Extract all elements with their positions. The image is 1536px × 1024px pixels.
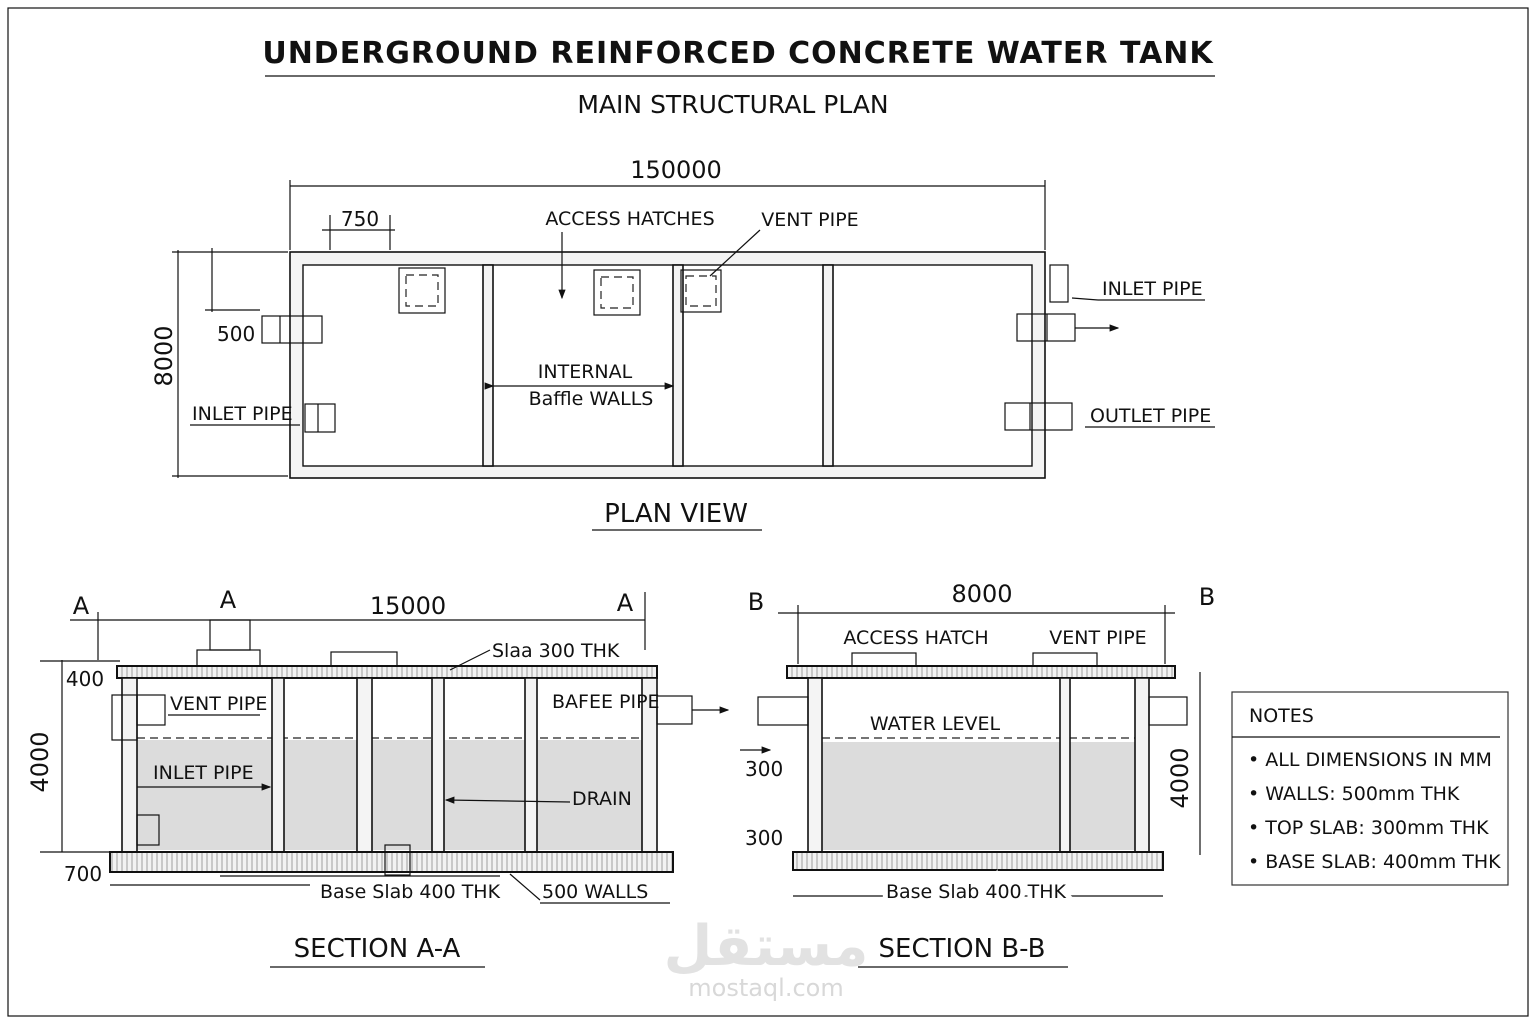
- access-hatch-icon: [330, 651, 398, 667]
- access-hatch-icon: [593, 269, 641, 316]
- note-item: • TOP SLAB: 300mm THK: [1248, 817, 1489, 839]
- dimension-700: 700: [64, 862, 102, 886]
- vent-pipe-icon: [209, 619, 251, 651]
- plan-view: 150000 750 8000 500 ACCESS HATCHES VENT …: [150, 156, 1215, 531]
- cut-marker-b: B: [748, 588, 764, 616]
- drain-label: DRAIN: [572, 788, 632, 810]
- access-hatch-icon: [851, 652, 917, 667]
- dimension-400: 400: [66, 667, 104, 691]
- sheet-border: [7, 7, 1529, 1017]
- baffle-label-line2: Baffle WALLS: [529, 388, 654, 410]
- section-b-b: B B 8000 ACCESS HATCH VENT PIPE WATER LE…: [740, 580, 1215, 968]
- inlet-pipe-label: INLET PIPE: [192, 403, 293, 425]
- inlet-pipe-label: INLET PIPE: [1102, 278, 1203, 300]
- cut-marker-a: A: [220, 586, 237, 614]
- section-a-length-dimension: 15000: [370, 592, 446, 620]
- pipe-icon: [1004, 402, 1073, 431]
- access-hatches-label: ACCESS HATCHES: [545, 208, 714, 230]
- base-slab: [109, 851, 674, 873]
- cut-marker-a: A: [617, 589, 634, 617]
- access-hatch-label: ACCESS HATCH: [843, 627, 988, 649]
- pipe-icon: [656, 695, 693, 725]
- section-b-b-label: SECTION B-B: [879, 934, 1046, 964]
- plan-width-dimension: 8000: [150, 325, 178, 386]
- dimension-300-top: 300: [745, 757, 783, 781]
- notes-heading: NOTES: [1249, 705, 1314, 727]
- base-slab: [792, 851, 1164, 871]
- pipe-icon: [261, 315, 323, 344]
- cut-marker-b: B: [1199, 583, 1215, 611]
- notes-box: NOTES • ALL DIMENSIONS IN MM • WALLS: 50…: [1231, 691, 1509, 886]
- section-a-a: A A A 15000 400 4000 700 Slaa 300 THK VE…: [26, 586, 730, 968]
- plan-view-label: PLAN VIEW: [604, 499, 748, 529]
- note-item: • BASE SLAB: 400mm THK: [1248, 851, 1501, 873]
- watermark-logo: مستقل: [664, 914, 869, 979]
- baffle-wall: [672, 264, 684, 467]
- water-fill: [122, 740, 652, 850]
- vent-pipe-label: VENT PIPE: [1049, 627, 1146, 649]
- water-level-label: WATER LEVEL: [870, 713, 1001, 735]
- plan-interior: [302, 264, 1033, 467]
- plan-length-dimension: 150000: [630, 156, 722, 184]
- vent-pipe-icon: [1032, 652, 1098, 667]
- drawing-title: UNDERGROUND REINFORCED CONCRETE WATER TA…: [262, 36, 1214, 71]
- vent-pipe-label: VENT PIPE: [170, 693, 267, 715]
- cut-marker-a: A: [73, 592, 90, 620]
- section-a-a-label: SECTION A-A: [294, 934, 461, 964]
- baffle-wall: [822, 264, 834, 467]
- vent-pipe-icon: [680, 269, 722, 313]
- section-b-height-dimension: 4000: [1166, 747, 1194, 808]
- pipe-icon: [304, 403, 336, 433]
- access-hatch-icon: [196, 649, 261, 667]
- walls-label: 500 WALLS: [542, 881, 648, 903]
- outlet-pipe-label: OUTLET PIPE: [1090, 405, 1211, 427]
- inlet-pipe-label: INLET PIPE: [153, 762, 254, 784]
- drawing-subtitle: MAIN STRUCTURAL PLAN: [577, 90, 888, 119]
- drain-sump: [384, 844, 411, 876]
- top-slab-label: Slaa 300 THK: [492, 640, 620, 662]
- pipe-icon: [757, 696, 809, 726]
- watermark-url: mostaql.com: [688, 974, 843, 1002]
- top-slab: [116, 665, 658, 679]
- bafee-pipe-label: BAFEE PIPE: [552, 691, 660, 713]
- dimension-500: 500: [217, 322, 255, 346]
- note-item: • ALL DIMENSIONS IN MM: [1248, 749, 1492, 771]
- pipe-icon: [136, 814, 160, 846]
- dimension-300-bottom: 300: [745, 826, 783, 850]
- top-slab: [786, 665, 1176, 679]
- section-b-width-dimension: 8000: [951, 580, 1012, 608]
- vent-pipe-label: VENT PIPE: [761, 209, 858, 231]
- baffle-label-line1: INTERNAL: [538, 361, 633, 383]
- section-a-height-dimension: 4000: [26, 731, 54, 792]
- baffle-wall: [482, 264, 494, 467]
- dimension-750: 750: [341, 207, 379, 231]
- pipe-icon: [1148, 696, 1188, 726]
- base-slab-label: Base Slab 400 THK: [320, 881, 501, 903]
- pipe-icon: [136, 694, 166, 726]
- pipe-icon: [1049, 264, 1069, 303]
- base-slab-label: Base Slab 400 THK: [886, 881, 1067, 903]
- access-hatch-icon: [398, 267, 446, 314]
- water-fill: [822, 742, 1135, 850]
- note-item: • WALLS: 500mm THK: [1248, 783, 1460, 805]
